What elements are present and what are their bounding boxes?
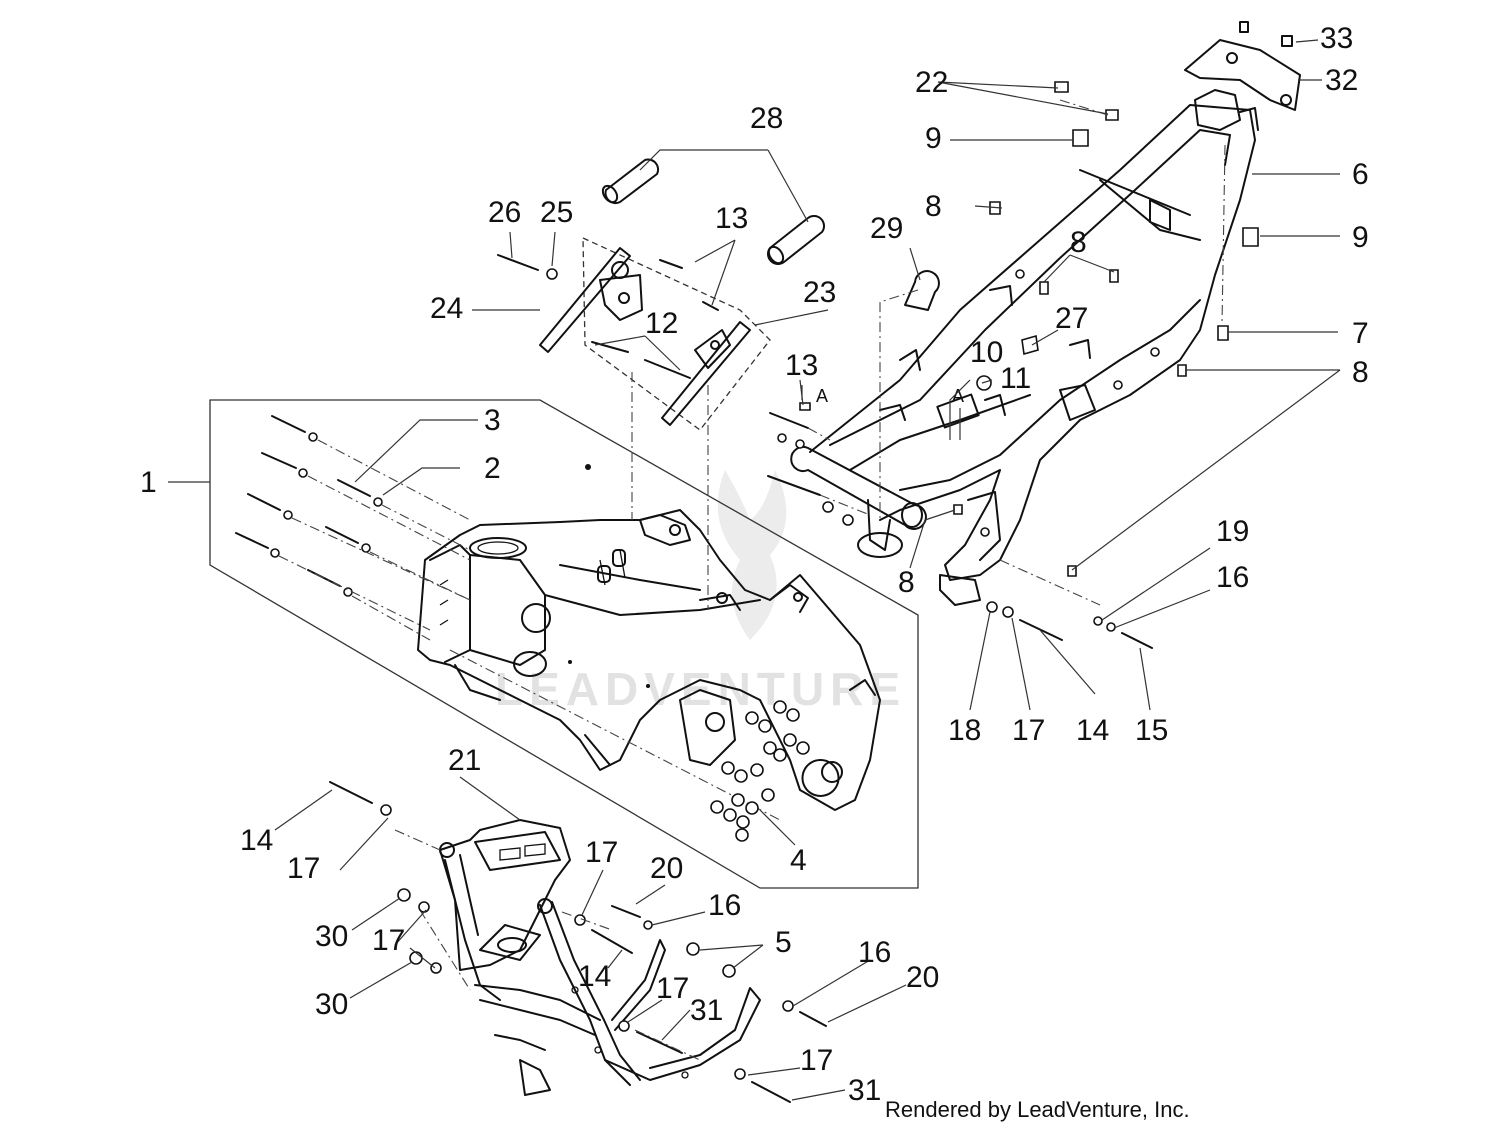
callout-8-upper: 8	[925, 190, 942, 223]
callout-17-left: 17	[287, 852, 320, 885]
callout-29: 29	[870, 212, 903, 245]
callout-2: 2	[484, 452, 501, 485]
grip-rubbers	[601, 158, 825, 265]
callout-23: 23	[803, 276, 836, 309]
callout-8-lower: 8	[898, 566, 915, 599]
callout-numbers: 1 2 3 4 5 6 7 8 8 8 8 9 9 10 11 12 13 13…	[140, 22, 1369, 1107]
callout-19: 19	[1216, 515, 1249, 548]
callout-16-right: 16	[1216, 561, 1249, 594]
callout-10: 10	[970, 336, 1003, 369]
callout-6: 6	[1352, 158, 1369, 191]
callout-22: 22	[915, 66, 948, 99]
callout-31-lower: 31	[848, 1074, 881, 1107]
section-marker-a-right: A	[952, 386, 964, 406]
callout-15: 15	[1135, 714, 1168, 747]
leader-lines	[168, 39, 1341, 1101]
callout-12: 12	[645, 307, 678, 340]
callout-17-right: 17	[1012, 714, 1045, 747]
reference-dot	[585, 464, 591, 470]
callout-9-right: 9	[1352, 221, 1369, 254]
rear-top-bracket	[1184, 21, 1301, 111]
callout-9-left: 9	[925, 122, 942, 155]
callout-14-right: 14	[1076, 714, 1109, 747]
callout-11: 11	[1000, 362, 1031, 395]
callout-7: 7	[1352, 317, 1369, 350]
callout-16-guard: 16	[708, 889, 741, 922]
callout-14-left: 14	[240, 824, 273, 857]
nut-cluster	[710, 700, 810, 842]
rear-frame-bolts	[767, 412, 1153, 649]
watermark-text: LEADVENTURE	[495, 663, 906, 715]
callout-21: 21	[448, 744, 481, 777]
callout-32: 32	[1325, 64, 1358, 97]
callout-4: 4	[790, 844, 807, 877]
section-marker-a-left: A	[816, 386, 828, 406]
callout-14-guard: 14	[578, 960, 611, 993]
bracket-group-outline	[582, 236, 771, 431]
callout-31-upper: 31	[690, 994, 723, 1027]
callout-13-upper: 13	[715, 202, 748, 235]
main-frame	[417, 464, 881, 811]
watermark: LEADVENTURE	[495, 470, 906, 715]
callout-33: 33	[1320, 22, 1353, 55]
footer-credit: Rendered by LeadVenture, Inc.	[885, 1097, 1190, 1122]
callout-5: 5	[775, 926, 792, 959]
rear-subframe	[790, 89, 1259, 606]
callout-28: 28	[750, 102, 783, 135]
callout-20-upper: 20	[650, 852, 683, 885]
callout-8-middle: 8	[1070, 226, 1087, 259]
clamp	[879, 270, 940, 520]
footrest-brackets	[497, 236, 771, 610]
main-frame-group-outline	[209, 399, 919, 889]
callout-30-upper: 30	[315, 920, 348, 953]
callout-27: 27	[1055, 302, 1088, 335]
engine-guard-hardware	[329, 781, 827, 1103]
callout-25: 25	[540, 196, 573, 229]
callout-20-lower: 20	[906, 961, 939, 994]
callout-17-guard-low: 17	[800, 1044, 833, 1077]
callout-17-guard-left: 17	[372, 924, 405, 957]
callout-3: 3	[484, 404, 501, 437]
callout-24: 24	[430, 292, 463, 325]
callout-16-lower: 16	[858, 936, 891, 969]
callout-30-lower: 30	[315, 988, 348, 1021]
main-frame-bolts	[235, 415, 781, 821]
callout-8-right: 8	[1352, 356, 1369, 389]
callout-18: 18	[948, 714, 981, 747]
front-engine-guard	[394, 819, 761, 1096]
callout-17-guard-top: 17	[585, 836, 618, 869]
callout-1: 1	[140, 466, 157, 499]
callout-26: 26	[488, 196, 521, 229]
callout-17-guard-mid: 17	[656, 972, 689, 1005]
callout-13-lower: 13	[785, 349, 818, 382]
